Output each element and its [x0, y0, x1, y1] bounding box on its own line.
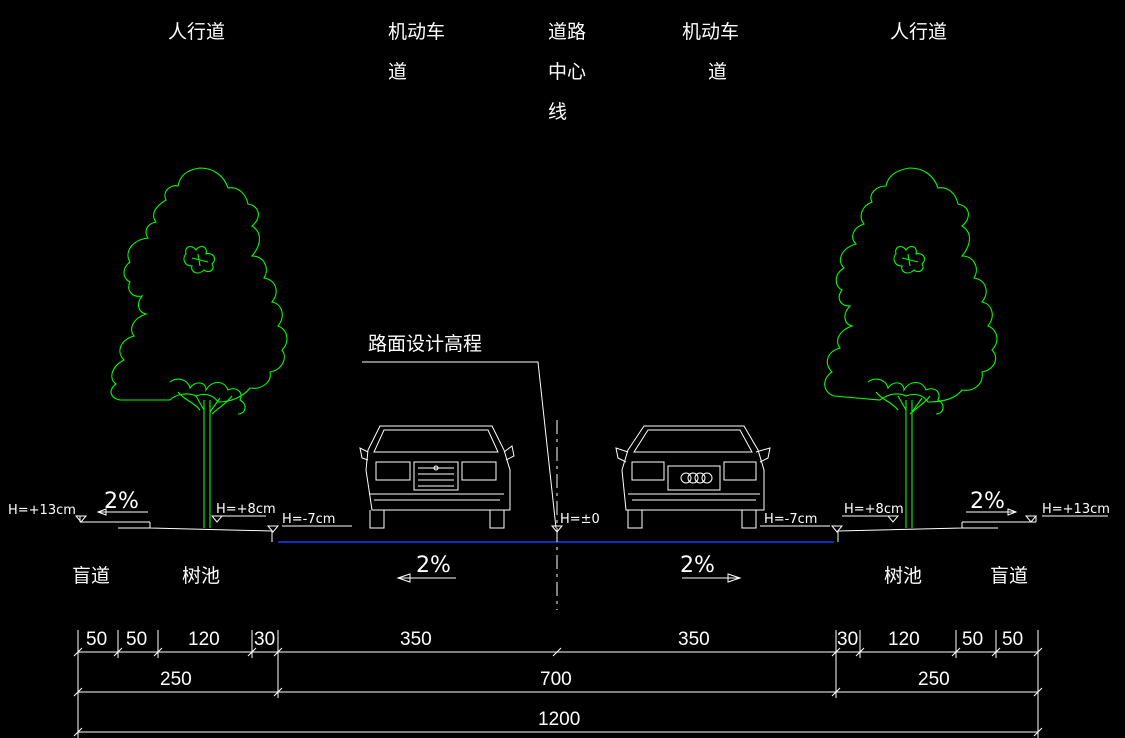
dim-row3-total: 1200	[538, 709, 580, 730]
dim-row1-2: 50	[126, 629, 147, 650]
elevation-right-curb: H=-7cm	[764, 512, 817, 527]
elevation-left-curb: H=-7cm	[282, 512, 335, 527]
dim-row1-3: 120	[188, 629, 220, 650]
label-right-lane-1: 机动车	[682, 21, 739, 43]
slope-left-road: 2%	[416, 553, 451, 578]
slope-right-road: 2%	[680, 553, 715, 578]
right-tree-trunk	[897, 395, 923, 528]
label-left-lane-2: 道	[388, 61, 407, 83]
dim-row1-1: 50	[86, 629, 107, 650]
left-tree-inner-leaves	[183, 245, 215, 274]
slope-left-walk: 2%	[104, 489, 139, 514]
label-center-3: 线	[548, 101, 567, 123]
label-right-blind-path: 盲道	[990, 565, 1028, 587]
car-right	[615, 425, 771, 529]
dim-row1-9: 50	[962, 629, 983, 650]
slope-right-road-arrow	[682, 573, 742, 583]
car-left	[359, 425, 515, 529]
dim-row2-3: 250	[918, 669, 950, 690]
slope-left-walk-arrow	[96, 508, 148, 516]
dim-row2-1: 250	[160, 669, 192, 690]
right-tree-crown	[824, 167, 998, 403]
elevation-left-tree: H=+8cm	[216, 502, 276, 517]
slope-right-walk-arrow	[966, 508, 1018, 516]
elevation-right-tree: H=+8cm	[844, 502, 904, 517]
elevation-left-outer: H=+13cm	[8, 503, 76, 518]
slope-left-road-arrow	[396, 573, 456, 583]
elevation-markers	[74, 515, 1038, 533]
slope-right-walk: 2%	[970, 489, 1005, 514]
dim-row1-5: 350	[400, 629, 432, 650]
left-tree-trunk	[195, 395, 221, 528]
elevation-center: H=±0	[560, 512, 600, 527]
ground-line-left	[79, 515, 352, 542]
label-right-lane-2: 道	[708, 61, 727, 83]
label-right-tree-pit: 树池	[884, 565, 922, 587]
dimension-lines	[73, 630, 1043, 738]
left-tree-crown	[110, 167, 288, 403]
label-left-tree-pit: 树池	[182, 565, 220, 587]
design-elevation-label: 路面设计高程	[368, 333, 482, 355]
label-left-blind-path: 盲道	[72, 565, 110, 587]
dim-row1-7: 30	[837, 629, 858, 650]
label-left-lane-1: 机动车	[388, 21, 445, 43]
left-tree	[110, 167, 288, 528]
label-center-2: 中心	[548, 61, 586, 83]
elevation-right-outer: H=+13cm	[1042, 502, 1110, 517]
dim-row1-4: 30	[254, 629, 275, 650]
label-center-1: 道路	[548, 21, 586, 43]
dim-row1-10: 50	[1002, 629, 1023, 650]
design-elevation-leader	[362, 361, 557, 529]
right-tree	[824, 167, 998, 528]
dim-row1-8: 120	[888, 629, 920, 650]
dim-row2-2: 700	[540, 669, 572, 690]
ground-line-right	[760, 515, 1108, 542]
label-left-sidewalk: 人行道	[168, 21, 225, 43]
label-right-sidewalk: 人行道	[890, 21, 947, 43]
dim-row1-6: 350	[678, 629, 710, 650]
left-tree-lower-branches	[169, 378, 246, 415]
right-tree-inner-leaves	[893, 245, 925, 274]
